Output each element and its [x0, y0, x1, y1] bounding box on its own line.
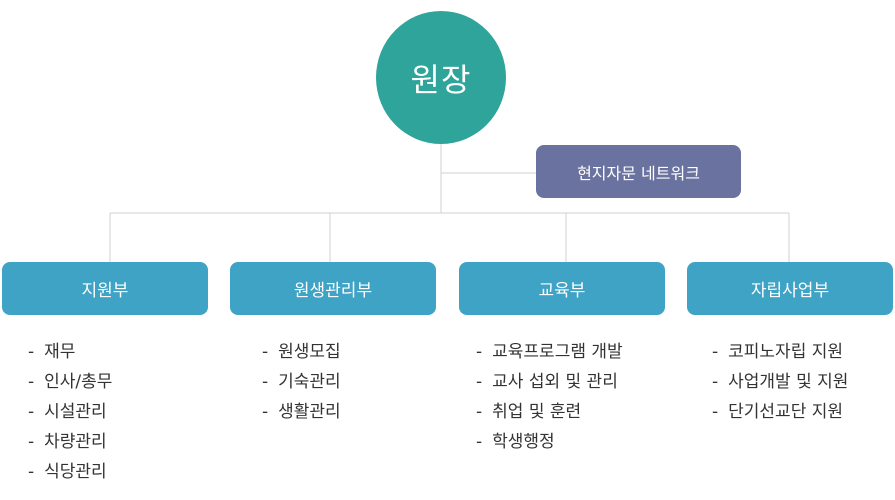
duty-item: -시설관리 [28, 402, 107, 422]
duty-item: -단기선교단 지원 [712, 402, 844, 422]
dept-node-education: 교육부 [459, 262, 665, 315]
root-node-label: 원장 [410, 60, 472, 99]
duty-item: -기숙관리 [262, 372, 341, 392]
dept-duties-support: -재무 -인사/총무 -시설관리 -차량관리 -식당관리 [28, 337, 112, 487]
root-node-director: 원장 [376, 11, 506, 144]
duty-item: -재무 [28, 342, 76, 362]
duty-item: -식당관리 [28, 462, 107, 482]
dept-label: 지원부 [81, 281, 129, 301]
duty-item: -학생행정 [476, 432, 555, 452]
duty-item: -교사 섭외 및 관리 [476, 372, 618, 392]
dept-label: 자립사업부 [750, 281, 830, 301]
dept-duties-student-management: -원생모집 -기숙관리 -생활관리 [262, 337, 341, 427]
duty-item: -원생모집 [262, 342, 341, 362]
dept-label: 원생관리부 [293, 281, 373, 301]
duty-item: -사업개발 및 지원 [712, 372, 849, 392]
dept-node-student-management: 원생관리부 [230, 262, 436, 315]
duty-item: -생활관리 [262, 402, 341, 422]
dept-label: 교육부 [538, 281, 586, 301]
dept-duties-education: -교육프로그램 개발 -교사 섭외 및 관리 -취업 및 훈련 -학생행정 [476, 337, 623, 457]
duty-item: -취업 및 훈련 [476, 402, 582, 422]
dept-node-support: 지원부 [2, 262, 208, 315]
advisory-network-node: 현지자문 네트워크 [536, 145, 741, 198]
duty-item: -교육프로그램 개발 [476, 342, 623, 362]
duty-item: -코피노자립 지원 [712, 342, 844, 362]
duty-item: -인사/총무 [28, 372, 113, 392]
duty-item: -차량관리 [28, 432, 107, 452]
dept-node-self-reliance: 자립사업부 [687, 262, 893, 315]
advisory-network-label: 현지자문 네트워크 [577, 163, 700, 183]
dept-duties-self-reliance: -코피노자립 지원 -사업개발 및 지원 -단기선교단 지원 [712, 337, 848, 427]
